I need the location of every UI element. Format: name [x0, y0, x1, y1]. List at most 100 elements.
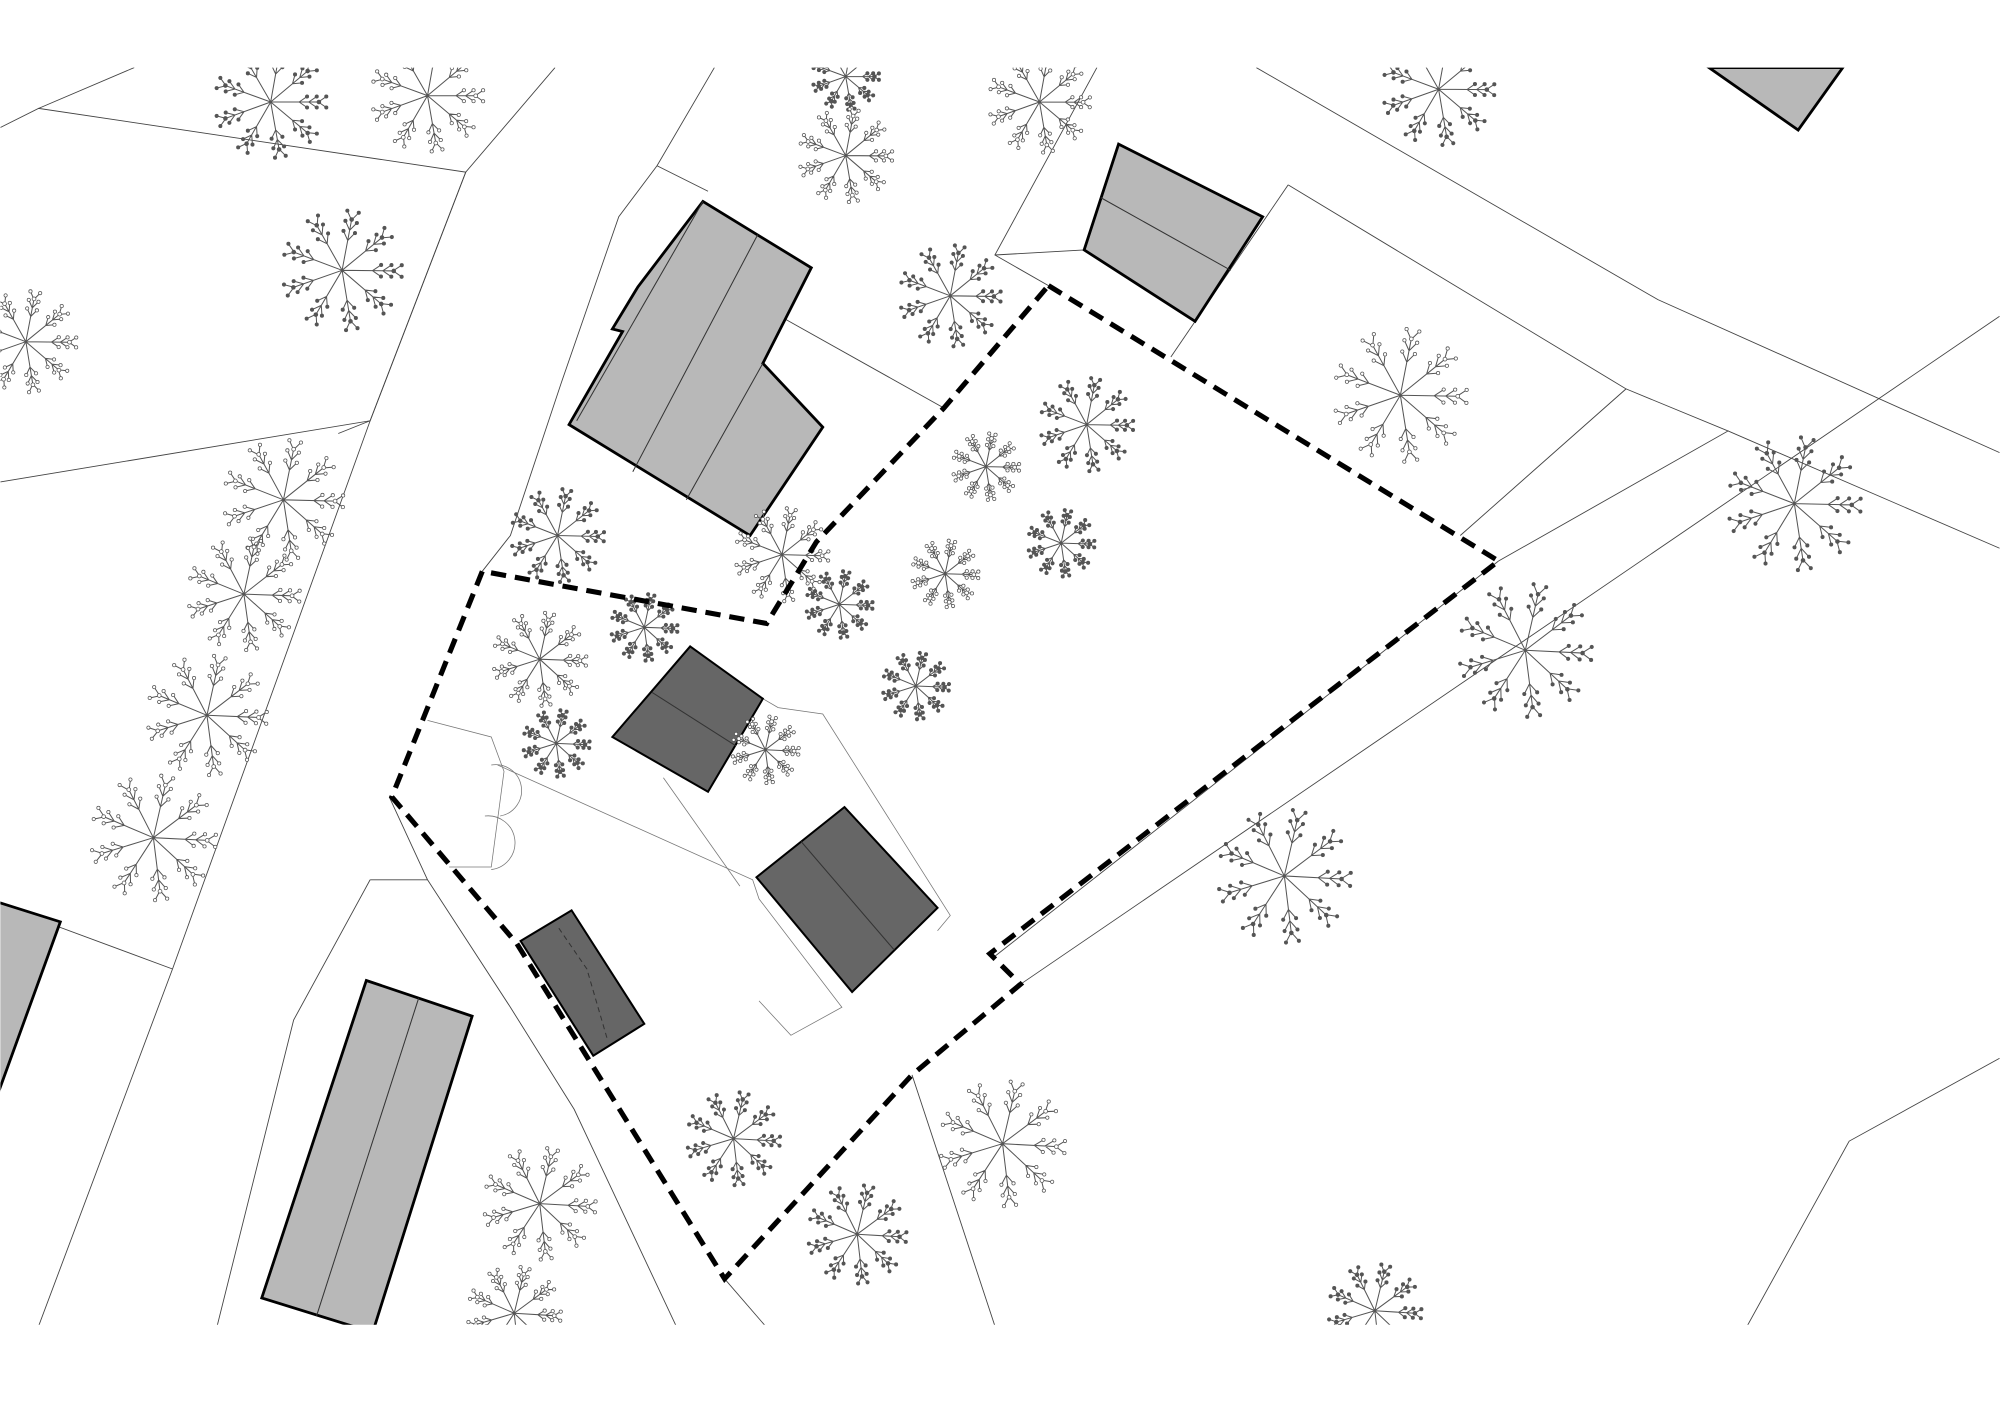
- tree-branches: [1729, 437, 1861, 571]
- tree-branches: [224, 440, 344, 560]
- tree-icon: [811, 67, 881, 112]
- tree-branches: [912, 540, 979, 608]
- existing-house-south: [259, 978, 474, 1325]
- tree-icon: [281, 208, 404, 333]
- tree-leaves: [482, 1146, 598, 1262]
- tree-branches: [611, 594, 678, 661]
- tree-branches: [941, 1081, 1066, 1207]
- tree-leaves: [1333, 327, 1469, 464]
- tree-icon: [1382, 67, 1497, 147]
- tree-leaves: [1382, 67, 1497, 147]
- site-boundary: [388, 282, 1504, 1284]
- tree-icon: [371, 67, 486, 154]
- tree-leaves: [730, 714, 801, 785]
- existing-house-west: [0, 901, 63, 1092]
- tree-icon: [146, 653, 269, 778]
- tree-leaves: [187, 536, 302, 652]
- tree-branches: [732, 716, 799, 784]
- tree-icon: [951, 431, 1022, 502]
- tree-icon: [521, 708, 592, 779]
- tree-icon: [804, 569, 875, 640]
- tree-icon: [988, 67, 1092, 155]
- tree-branches: [91, 775, 217, 901]
- tree-branches: [1384, 67, 1495, 146]
- tree-branches: [373, 67, 484, 152]
- tree-branches: [1328, 1264, 1422, 1325]
- tree-icon: [609, 592, 680, 663]
- tree-branches: [148, 655, 268, 776]
- existing-house-northeast: [1082, 142, 1265, 324]
- tree-leaves: [492, 610, 589, 708]
- tree-icon: [685, 1090, 783, 1188]
- tree-leaves: [1327, 1262, 1424, 1325]
- tree-branches: [901, 245, 1001, 347]
- tree-leaves: [1217, 808, 1353, 945]
- tree-leaves: [371, 67, 486, 154]
- tree-leaves: [223, 438, 346, 562]
- tree-branches: [523, 710, 590, 777]
- tree-icon: [798, 107, 895, 204]
- tree-leaves: [988, 67, 1092, 155]
- tree-branches: [687, 1092, 781, 1186]
- tree-icon: [0, 289, 79, 395]
- tree-branches: [883, 652, 950, 720]
- tree-leaves: [1727, 435, 1863, 573]
- tree-leaves: [521, 708, 592, 779]
- tree-branches: [494, 612, 587, 706]
- tree-leaves: [510, 487, 607, 585]
- tree-branches: [800, 108, 893, 203]
- tree-icon: [223, 438, 346, 562]
- tree-leaves: [146, 653, 269, 778]
- tree-icon: [734, 506, 831, 604]
- tree-icon: [1727, 435, 1863, 573]
- tree-icon: [214, 67, 329, 160]
- tree-branches: [189, 538, 300, 651]
- tree-leaves: [90, 773, 218, 903]
- tree-leaves: [1039, 376, 1136, 474]
- tree-icon: [881, 650, 952, 722]
- tree-branches: [813, 67, 880, 110]
- tree-branches: [283, 210, 403, 331]
- tree-leaves: [899, 243, 1003, 349]
- new-building-c: [519, 908, 646, 1058]
- tree-leaves: [281, 208, 404, 333]
- tree-icon: [492, 610, 589, 708]
- tree-branches: [0, 291, 77, 393]
- tree-branches: [468, 1266, 562, 1325]
- tree-icon: [482, 1146, 598, 1262]
- existing-house-north: [567, 199, 825, 538]
- tree-icon: [187, 536, 302, 652]
- tree-icon: [1217, 808, 1353, 945]
- tree-icon: [1333, 327, 1469, 464]
- property-lines: [0, 67, 2000, 1325]
- tree-icon: [510, 487, 607, 585]
- tree-leaves: [214, 67, 329, 160]
- existing-house-top-right: [1706, 67, 1845, 132]
- tree-leaves: [910, 538, 981, 609]
- existing-buildings: [0, 67, 1845, 1325]
- tree-icon: [939, 1079, 1068, 1209]
- tree-leaves: [806, 1183, 909, 1286]
- tree-branches: [1460, 584, 1593, 718]
- trees: [0, 67, 1863, 1325]
- tree-leaves: [881, 650, 952, 722]
- tree-leaves: [466, 1265, 563, 1325]
- tree-icon: [910, 538, 981, 609]
- new-buildings: [519, 645, 939, 1058]
- tree-leaves: [609, 592, 680, 663]
- new-building-b: [755, 805, 939, 994]
- tree-leaves: [798, 107, 895, 204]
- tree-icon: [1039, 376, 1136, 474]
- tree-branches: [484, 1148, 596, 1260]
- tree-icon: [1458, 582, 1594, 719]
- tree-icon: [806, 1183, 909, 1286]
- tree-branches: [806, 571, 873, 638]
- tree-branches: [1335, 328, 1467, 462]
- tree-leaves: [811, 67, 881, 112]
- tree-icon: [1327, 1262, 1424, 1325]
- tree-leaves: [685, 1090, 783, 1188]
- tree-leaves: [951, 431, 1022, 502]
- tree-icon: [90, 773, 218, 903]
- new-building-a: [610, 645, 765, 794]
- tree-branches: [512, 489, 605, 583]
